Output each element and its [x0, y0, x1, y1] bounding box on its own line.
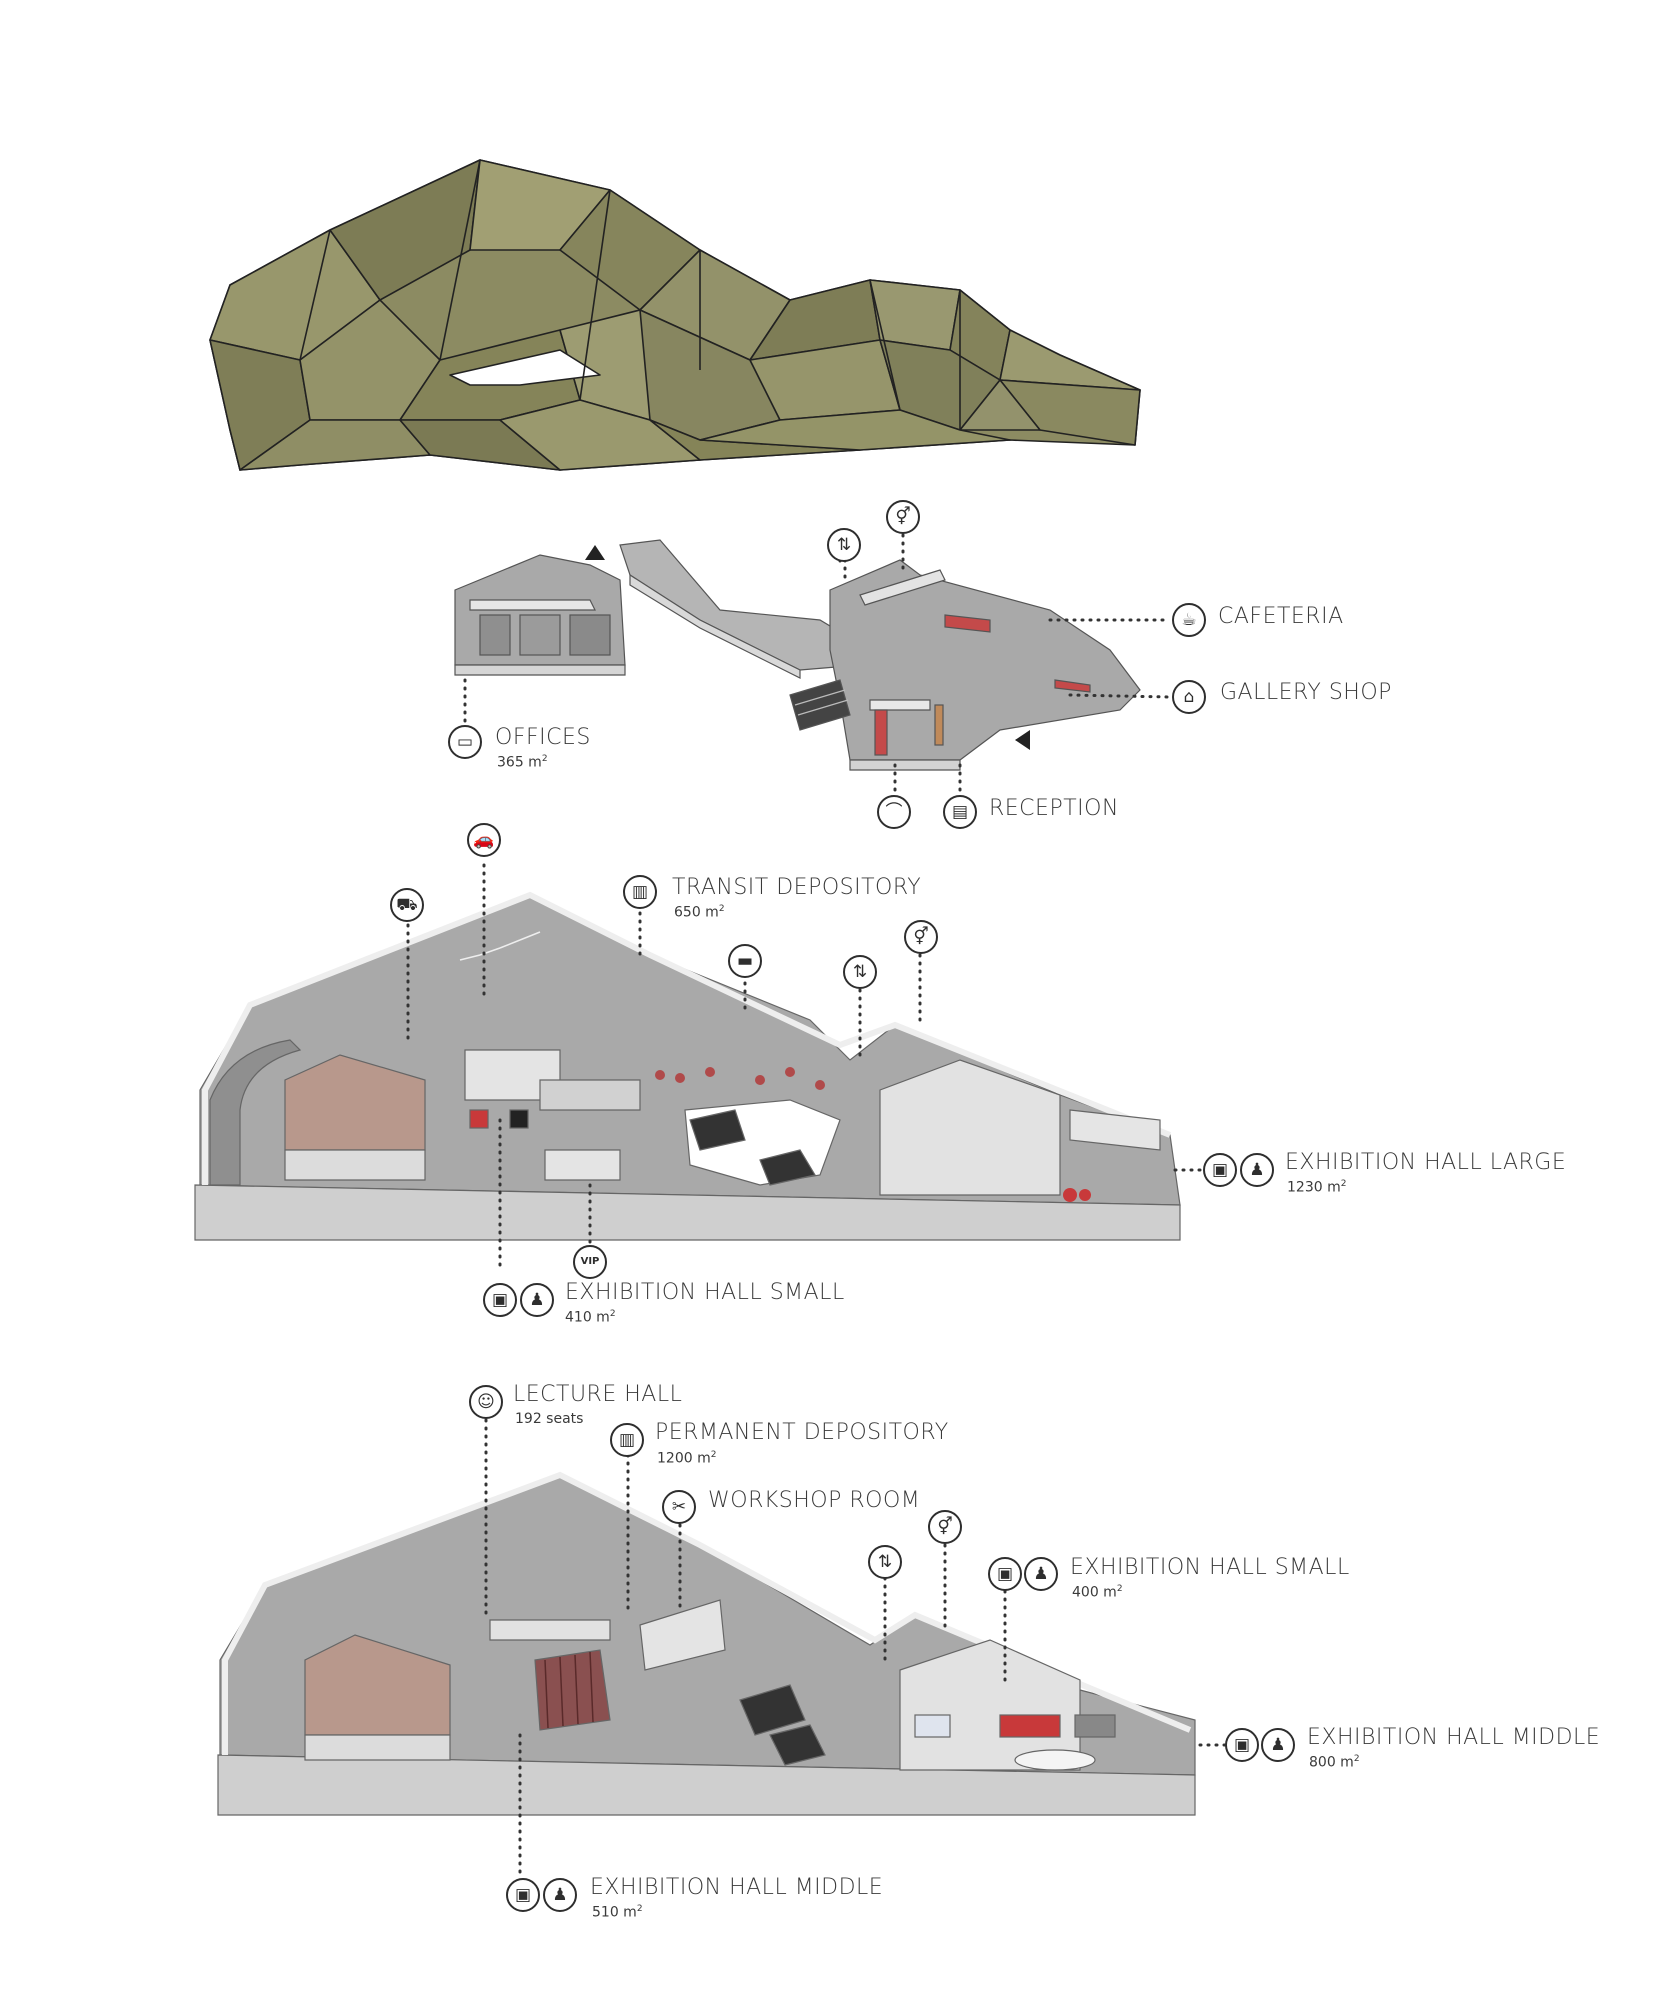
reception-label: RECEPTION	[989, 796, 1119, 821]
painting-icon: ▣	[483, 1283, 517, 1317]
level-2-plan	[194, 863, 1207, 1272]
level-3-leaders	[484, 1418, 1227, 1877]
exhibition-hall-large-label: EXHIBITION HALL LARGE	[1285, 1150, 1567, 1175]
vip-icon: VIP	[573, 1245, 607, 1279]
storage-icon: ▥	[610, 1423, 644, 1457]
ticket-icon: ▤	[943, 795, 977, 829]
elevator-icon: ⇅	[827, 528, 861, 562]
permanent-depository-area: 1200 m2	[657, 1450, 717, 1467]
roof-shell	[209, 159, 1141, 471]
level-1-leaders	[463, 533, 1172, 797]
permanent-depository-label: PERMANENT DEPOSITORY	[655, 1420, 949, 1445]
workshop-room-label: WORKSHOP ROOM	[708, 1488, 921, 1513]
storage-icon: ▥	[623, 875, 657, 909]
exhibition-hall-small-area: 410 m2	[565, 1309, 616, 1326]
elevator-icon: ⇅	[868, 1545, 902, 1579]
sculpture-icon: ♟	[1261, 1728, 1295, 1762]
delivery-truck-icon: ⛟	[390, 888, 424, 922]
transit-depository-area: 650 m2	[674, 904, 725, 921]
gallery-shop-label: GALLERY SHOP	[1220, 680, 1392, 705]
sculpture-icon: ♟	[520, 1283, 554, 1317]
offices-area: 365 m2	[497, 754, 548, 771]
exhibition-hall-middle-510-area: 510 m2	[592, 1904, 643, 1921]
sculpture-icon: ♟	[543, 1878, 577, 1912]
offices-label: OFFICES	[495, 725, 591, 750]
workshop-tools-icon: ✂	[662, 1490, 696, 1524]
exhibition-hall-middle-800-label: EXHIBITION HALL MIDDLE	[1307, 1725, 1601, 1750]
restroom-icon: ⚥	[928, 1510, 962, 1544]
exhibition-hall-middle-510-label: EXHIBITION HALL MIDDLE	[590, 1875, 884, 1900]
sculpture-icon: ♟	[1240, 1153, 1274, 1187]
exhibition-hall-small-400-area: 400 m2	[1072, 1584, 1123, 1601]
painting-icon: ▣	[1225, 1728, 1259, 1762]
cafeteria-label: CAFETERIA	[1218, 604, 1344, 629]
office-desk-icon: ▭	[448, 725, 482, 759]
transit-depository-label: TRANSIT DEPOSITORY	[672, 875, 922, 900]
elevator-icon: ⇅	[843, 955, 877, 989]
parking-car-icon: 🚗	[467, 823, 501, 857]
coffee-cup-icon: ☕	[1172, 603, 1206, 637]
lounge-sofa-icon: ▬	[728, 944, 762, 978]
exhibition-hall-small-400-label: EXHIBITION HALL SMALL	[1070, 1555, 1350, 1580]
lecture-hall-label: LECTURE HALL	[513, 1382, 683, 1407]
exhibition-hall-middle-800-area: 800 m2	[1309, 1754, 1360, 1771]
painting-icon: ▣	[506, 1878, 540, 1912]
level-3-plan	[217, 1418, 1227, 1877]
level-1-plan	[454, 533, 1172, 797]
exhibition-hall-large-area: 1230 m2	[1287, 1179, 1347, 1196]
exhibition-hall-small-label: EXHIBITION HALL SMALL	[565, 1280, 845, 1305]
level-2-leaders	[406, 863, 1207, 1272]
cloakroom-hanger-icon: ⌒	[877, 795, 911, 829]
painting-icon: ▣	[988, 1557, 1022, 1591]
sculpture-icon: ♟	[1024, 1557, 1058, 1591]
shopping-basket-icon: ⌂	[1172, 680, 1206, 714]
lecture-icon: ☺	[469, 1385, 503, 1419]
restroom-icon: ⚥	[904, 920, 938, 954]
restroom-icon: ⚥	[886, 500, 920, 534]
lecture-hall-seats: 192 seats	[515, 1411, 584, 1427]
painting-icon: ▣	[1203, 1153, 1237, 1187]
